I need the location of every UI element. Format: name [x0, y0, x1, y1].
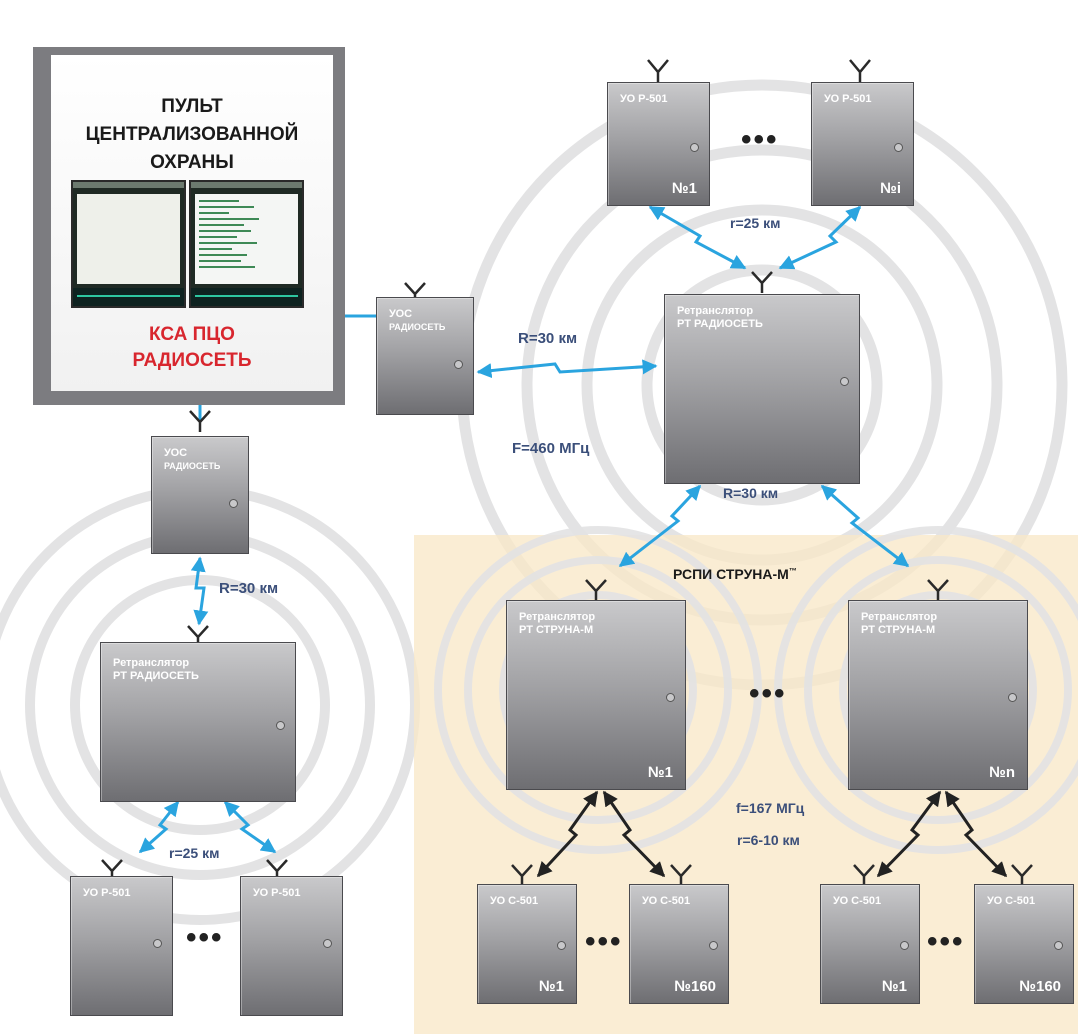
device-name: УО С-501 — [490, 895, 539, 907]
indicator-icon — [894, 143, 903, 152]
indicator-icon — [276, 721, 285, 730]
device-number: №1 — [881, 978, 907, 995]
strana-repeater-n: Ретранслятор РТ СТРУНА-М №n — [848, 600, 1028, 790]
device-name: УО С-501 — [987, 895, 1036, 907]
console-title: ПУЛЬТ ЦЕНТРАЛИЗОВАННОЙ ОХРАНЫ — [85, 96, 299, 173]
uo-bottom-left-2: УО Р-501 — [240, 876, 343, 1016]
ellipsis-bottom-left: ••• — [186, 921, 224, 954]
ellipsis-top: ••• — [741, 123, 779, 156]
indicator-icon — [900, 941, 909, 950]
indicator-icon — [840, 377, 849, 386]
left-repeater: Ретранслятор РТ РАДИОСЕТЬ — [100, 642, 296, 802]
device-number: №n — [989, 764, 1015, 781]
uoc-left-160: УО С-501 №160 — [629, 884, 729, 1004]
label-frequency: F=460 МГц — [512, 440, 590, 457]
label-r-left: r=25 км — [169, 845, 220, 861]
uo-bottom-left-1: УО Р-501 — [70, 876, 173, 1016]
indicator-icon — [153, 939, 162, 948]
main-repeater: Ретранслятор РТ РАДИОСЕТЬ — [664, 294, 860, 484]
device-name: Ретранслятор РТ СТРУНА-М — [861, 611, 938, 636]
label-f-strana: f=167 МГц — [736, 800, 805, 816]
map-screen-image — [71, 180, 186, 308]
device-number: №1 — [538, 978, 564, 995]
device-sub: РАДИОСЕТЬ — [389, 322, 446, 332]
uoc-left-1: УО С-501 №1 — [477, 884, 577, 1004]
list-screen-image — [189, 180, 304, 308]
device-number: №1 — [671, 180, 697, 197]
device-name: УО Р-501 — [824, 93, 872, 105]
zone-title: РСПИ СТРУНА-М™ — [673, 566, 797, 582]
console-system-name: КСА ПЦО РАДИОСЕТЬ — [132, 324, 252, 371]
device-number: №160 — [1019, 978, 1061, 995]
label-r-top: r=25 км — [730, 215, 781, 231]
ellipsis-strana: ••• — [749, 677, 787, 710]
uo-top-i: УО Р-501 №i — [811, 82, 914, 206]
device-name: УО Р-501 — [253, 887, 301, 899]
ellipsis-uoc-left: ••• — [585, 925, 623, 958]
central-security-console: ПУЛЬТ ЦЕНТРАЛИЗОВАННОЙ ОХРАНЫ КСА ПЦО РА… — [33, 47, 345, 405]
strana-repeater-1: Ретранслятор РТ СТРУНА-М №1 — [506, 600, 686, 790]
indicator-icon — [557, 941, 566, 950]
label-R-link: R=30 км — [518, 330, 578, 347]
antennas — [101, 59, 1033, 885]
device-sub: РАДИОСЕТЬ — [164, 461, 221, 471]
uo-top-1: УО Р-501 №1 — [607, 82, 710, 206]
uoc-right-1: УО С-501 №1 — [820, 884, 920, 1004]
indicator-icon — [666, 693, 675, 702]
indicator-icon — [1008, 693, 1017, 702]
device-name: УО Р-501 — [83, 887, 131, 899]
device-name: Ретранслятор РТ РАДИОСЕТЬ — [113, 657, 199, 682]
indicator-icon — [690, 143, 699, 152]
device-name: Ретранслятор РТ СТРУНА-М — [519, 611, 596, 636]
device-name: Ретранслятор РТ РАДИОСЕТЬ — [677, 305, 763, 330]
device-number: №160 — [674, 978, 716, 995]
uos-left-device: УОС РАДИОСЕТЬ — [151, 436, 249, 554]
indicator-icon — [454, 360, 463, 369]
uoc-right-160: УО С-501 №160 — [974, 884, 1074, 1004]
console-panel: ПУЛЬТ ЦЕНТРАЛИЗОВАННОЙ ОХРАНЫ КСА ПЦО РА… — [51, 55, 333, 391]
uos-right-device: УОС РАДИОСЕТЬ — [376, 297, 474, 415]
device-number: №i — [880, 180, 901, 197]
indicator-icon — [229, 499, 238, 508]
indicator-icon — [323, 939, 332, 948]
label-R-left: R=30 км — [219, 580, 279, 597]
device-name: УОС — [389, 308, 413, 320]
device-name: УО Р-501 — [620, 93, 668, 105]
label-r-strana: r=6-10 км — [737, 832, 800, 848]
device-name: УО С-501 — [833, 895, 882, 907]
device-name: УОС — [164, 447, 188, 459]
device-number: №1 — [647, 764, 673, 781]
ellipsis-uoc-right: ••• — [927, 925, 965, 958]
indicator-icon — [1054, 941, 1063, 950]
indicator-icon — [709, 941, 718, 950]
label-R-down: R=30 км — [723, 485, 779, 501]
device-name: УО С-501 — [642, 895, 691, 907]
